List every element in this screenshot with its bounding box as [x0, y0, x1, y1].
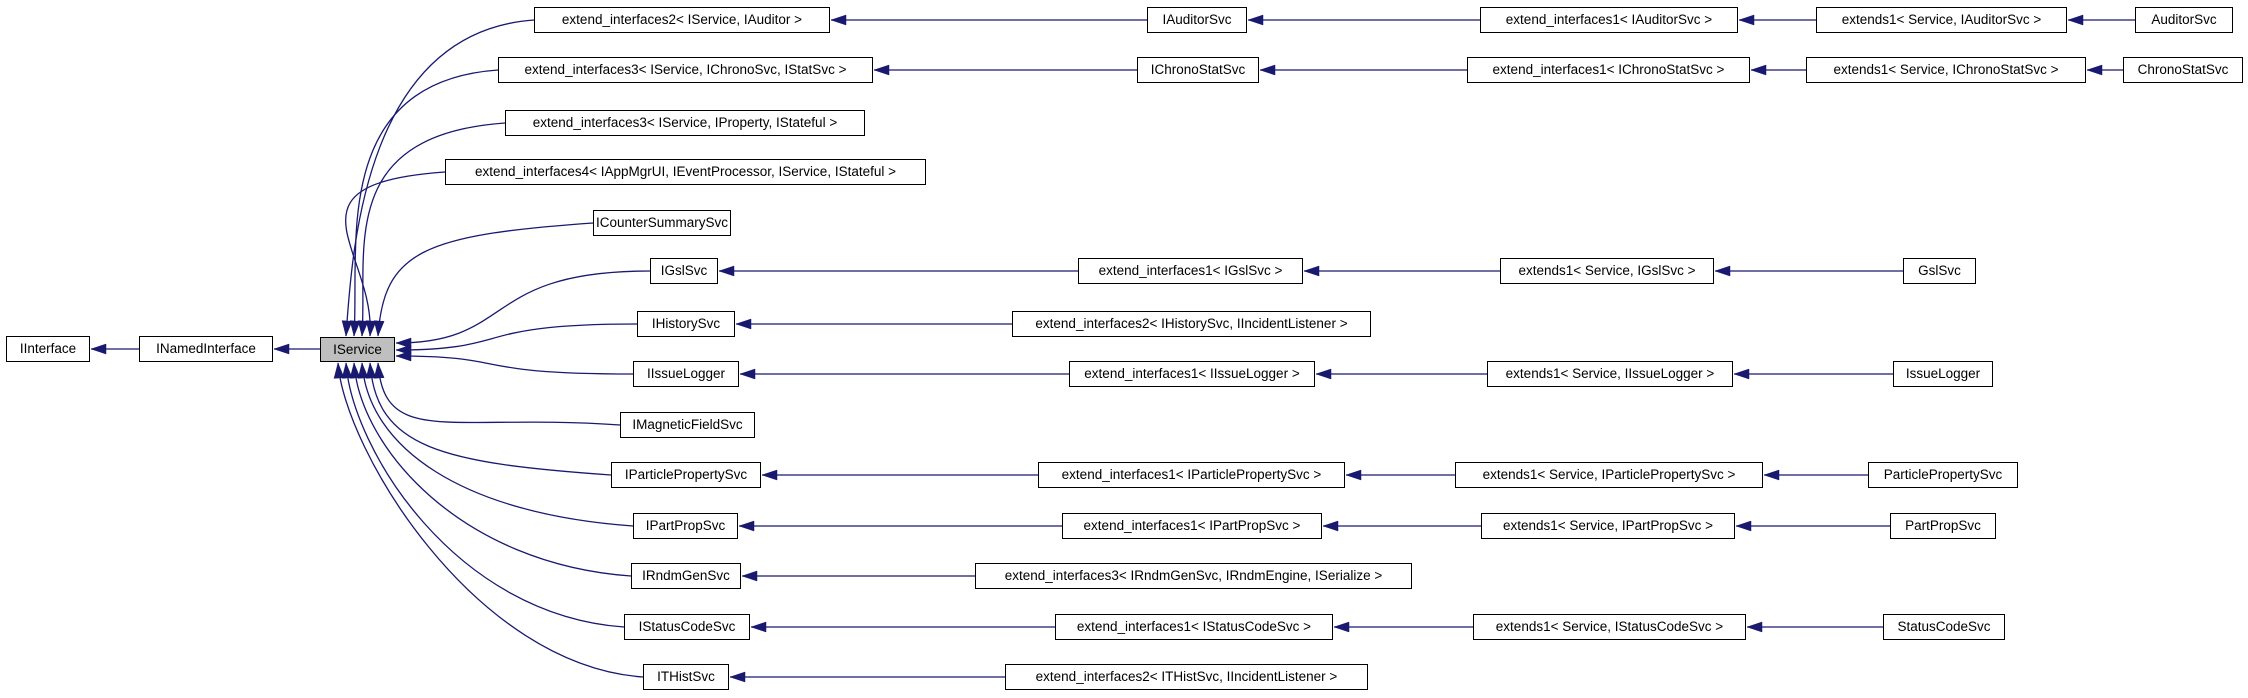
node-inamedinterface[interactable]: INamedInterface — [139, 336, 273, 362]
inheritance-edge — [396, 323, 638, 350]
node-igslsvc[interactable]: IGslSvc — [650, 258, 718, 284]
node-ei3_rndm[interactable]: extend_interfaces3< IRndmGenSvc, IRndmEn… — [975, 563, 1412, 589]
inheritance-edge — [362, 363, 634, 527]
node-ext1_svc_iissuelogger[interactable]: extends1< Service, IIssueLogger > — [1487, 361, 1733, 387]
node-auditorsvc[interactable]: AuditorSvc — [2135, 7, 2233, 33]
node-irndmgensvc[interactable]: IRndmGenSvc — [631, 563, 741, 589]
node-ei1_ichronostatsvc[interactable]: extend_interfaces1< IChronoStatSvc > — [1467, 57, 1750, 83]
node-ei1_igslsvc[interactable]: extend_interfaces1< IGslSvc > — [1078, 258, 1303, 284]
node-issuelogger[interactable]: IssueLogger — [1893, 361, 1993, 387]
node-ei2_ithist[interactable]: extend_interfaces2< ITHistSvc, IIncident… — [1005, 664, 1368, 690]
node-ext1_svc_istatuscode[interactable]: extends1< Service, IStatusCodeSvc > — [1473, 614, 1746, 640]
node-ei1_iissuelogger[interactable]: extend_interfaces1< IIssueLogger > — [1069, 361, 1315, 387]
node-ext1_svc_ipartprop[interactable]: extends1< Service, IPartPropSvc > — [1481, 513, 1735, 539]
node-ipartpropsvc[interactable]: IPartPropSvc — [633, 513, 738, 539]
inheritance-edge — [370, 363, 612, 476]
node-iparticlepropertysvc[interactable]: IParticlePropertySvc — [611, 462, 761, 488]
node-ihistorysvc[interactable]: IHistorySvc — [637, 311, 735, 337]
node-iauditorsvc[interactable]: IAuditorSvc — [1147, 7, 1247, 33]
node-ei1_iparticle[interactable]: extend_interfaces1< IParticlePropertySvc… — [1038, 462, 1345, 488]
inheritance-edge — [346, 19, 535, 336]
inheritance-edge — [396, 356, 634, 375]
node-icountersummarysvc[interactable]: ICounterSummarySvc — [593, 210, 731, 236]
node-ext1_svc_iauditorsvc[interactable]: extends1< Service, IAuditorSvc > — [1816, 7, 2067, 33]
inheritance-edge — [396, 270, 651, 343]
node-iservice[interactable]: IService — [320, 337, 395, 362]
inheritance-edge — [345, 171, 446, 336]
node-statuscodesvc[interactable]: StatusCodeSvc — [1883, 614, 2005, 640]
node-ichronostatsvc[interactable]: IChronoStatSvc — [1137, 57, 1259, 83]
inheritance-edge — [354, 363, 632, 577]
node-ithistsvc[interactable]: ITHistSvc — [643, 664, 729, 690]
node-gslsvc[interactable]: GslSvc — [1903, 258, 1976, 284]
inheritance-edge — [346, 363, 625, 628]
node-ei3_prop_stateful[interactable]: extend_interfaces3< IService, IProperty,… — [505, 110, 865, 136]
node-partpropsvc[interactable]: PartPropSvc — [1890, 513, 1996, 539]
node-ei1_iauditorsvc[interactable]: extend_interfaces1< IAuditorSvc > — [1480, 7, 1738, 33]
node-ei1_ipartprop[interactable]: extend_interfaces1< IPartPropSvc > — [1062, 513, 1322, 539]
node-ei3_chrono[interactable]: extend_interfaces3< IService, IChronoSvc… — [498, 57, 873, 83]
inheritance-edge — [354, 69, 499, 336]
node-ei1_istatuscode[interactable]: extend_interfaces1< IStatusCodeSvc > — [1055, 614, 1333, 640]
node-ei2_history[interactable]: extend_interfaces2< IHistorySvc, IIncide… — [1012, 311, 1371, 337]
inheritance-edge — [362, 122, 506, 336]
node-ext1_svc_iparticle[interactable]: extends1< Service, IParticlePropertySvc … — [1455, 462, 1763, 488]
node-istatuscodesvc[interactable]: IStatusCodeSvc — [624, 614, 750, 640]
node-iinterface[interactable]: IInterface — [6, 336, 90, 362]
node-ei2_svc_auditor[interactable]: extend_interfaces2< IService, IAuditor > — [534, 7, 830, 33]
inheritance-edge — [378, 222, 594, 336]
node-iissuelogger[interactable]: IIssueLogger — [633, 361, 739, 387]
node-ext1_svc_igslsvc[interactable]: extends1< Service, IGslSvc > — [1500, 258, 1714, 284]
node-imagneticfieldsvc[interactable]: IMagneticFieldSvc — [620, 412, 755, 438]
inheritance-edge — [378, 363, 621, 426]
inheritance-edge — [338, 363, 644, 678]
node-ext1_svc_ichronostatsvc[interactable]: extends1< Service, IChronoStatSvc > — [1806, 57, 2086, 83]
node-chronostatsvc[interactable]: ChronoStatSvc — [2123, 57, 2243, 83]
node-particlepropertysvc[interactable]: ParticlePropertySvc — [1868, 462, 2018, 488]
node-ei4_appmgr[interactable]: extend_interfaces4< IAppMgrUI, IEventPro… — [445, 159, 926, 185]
